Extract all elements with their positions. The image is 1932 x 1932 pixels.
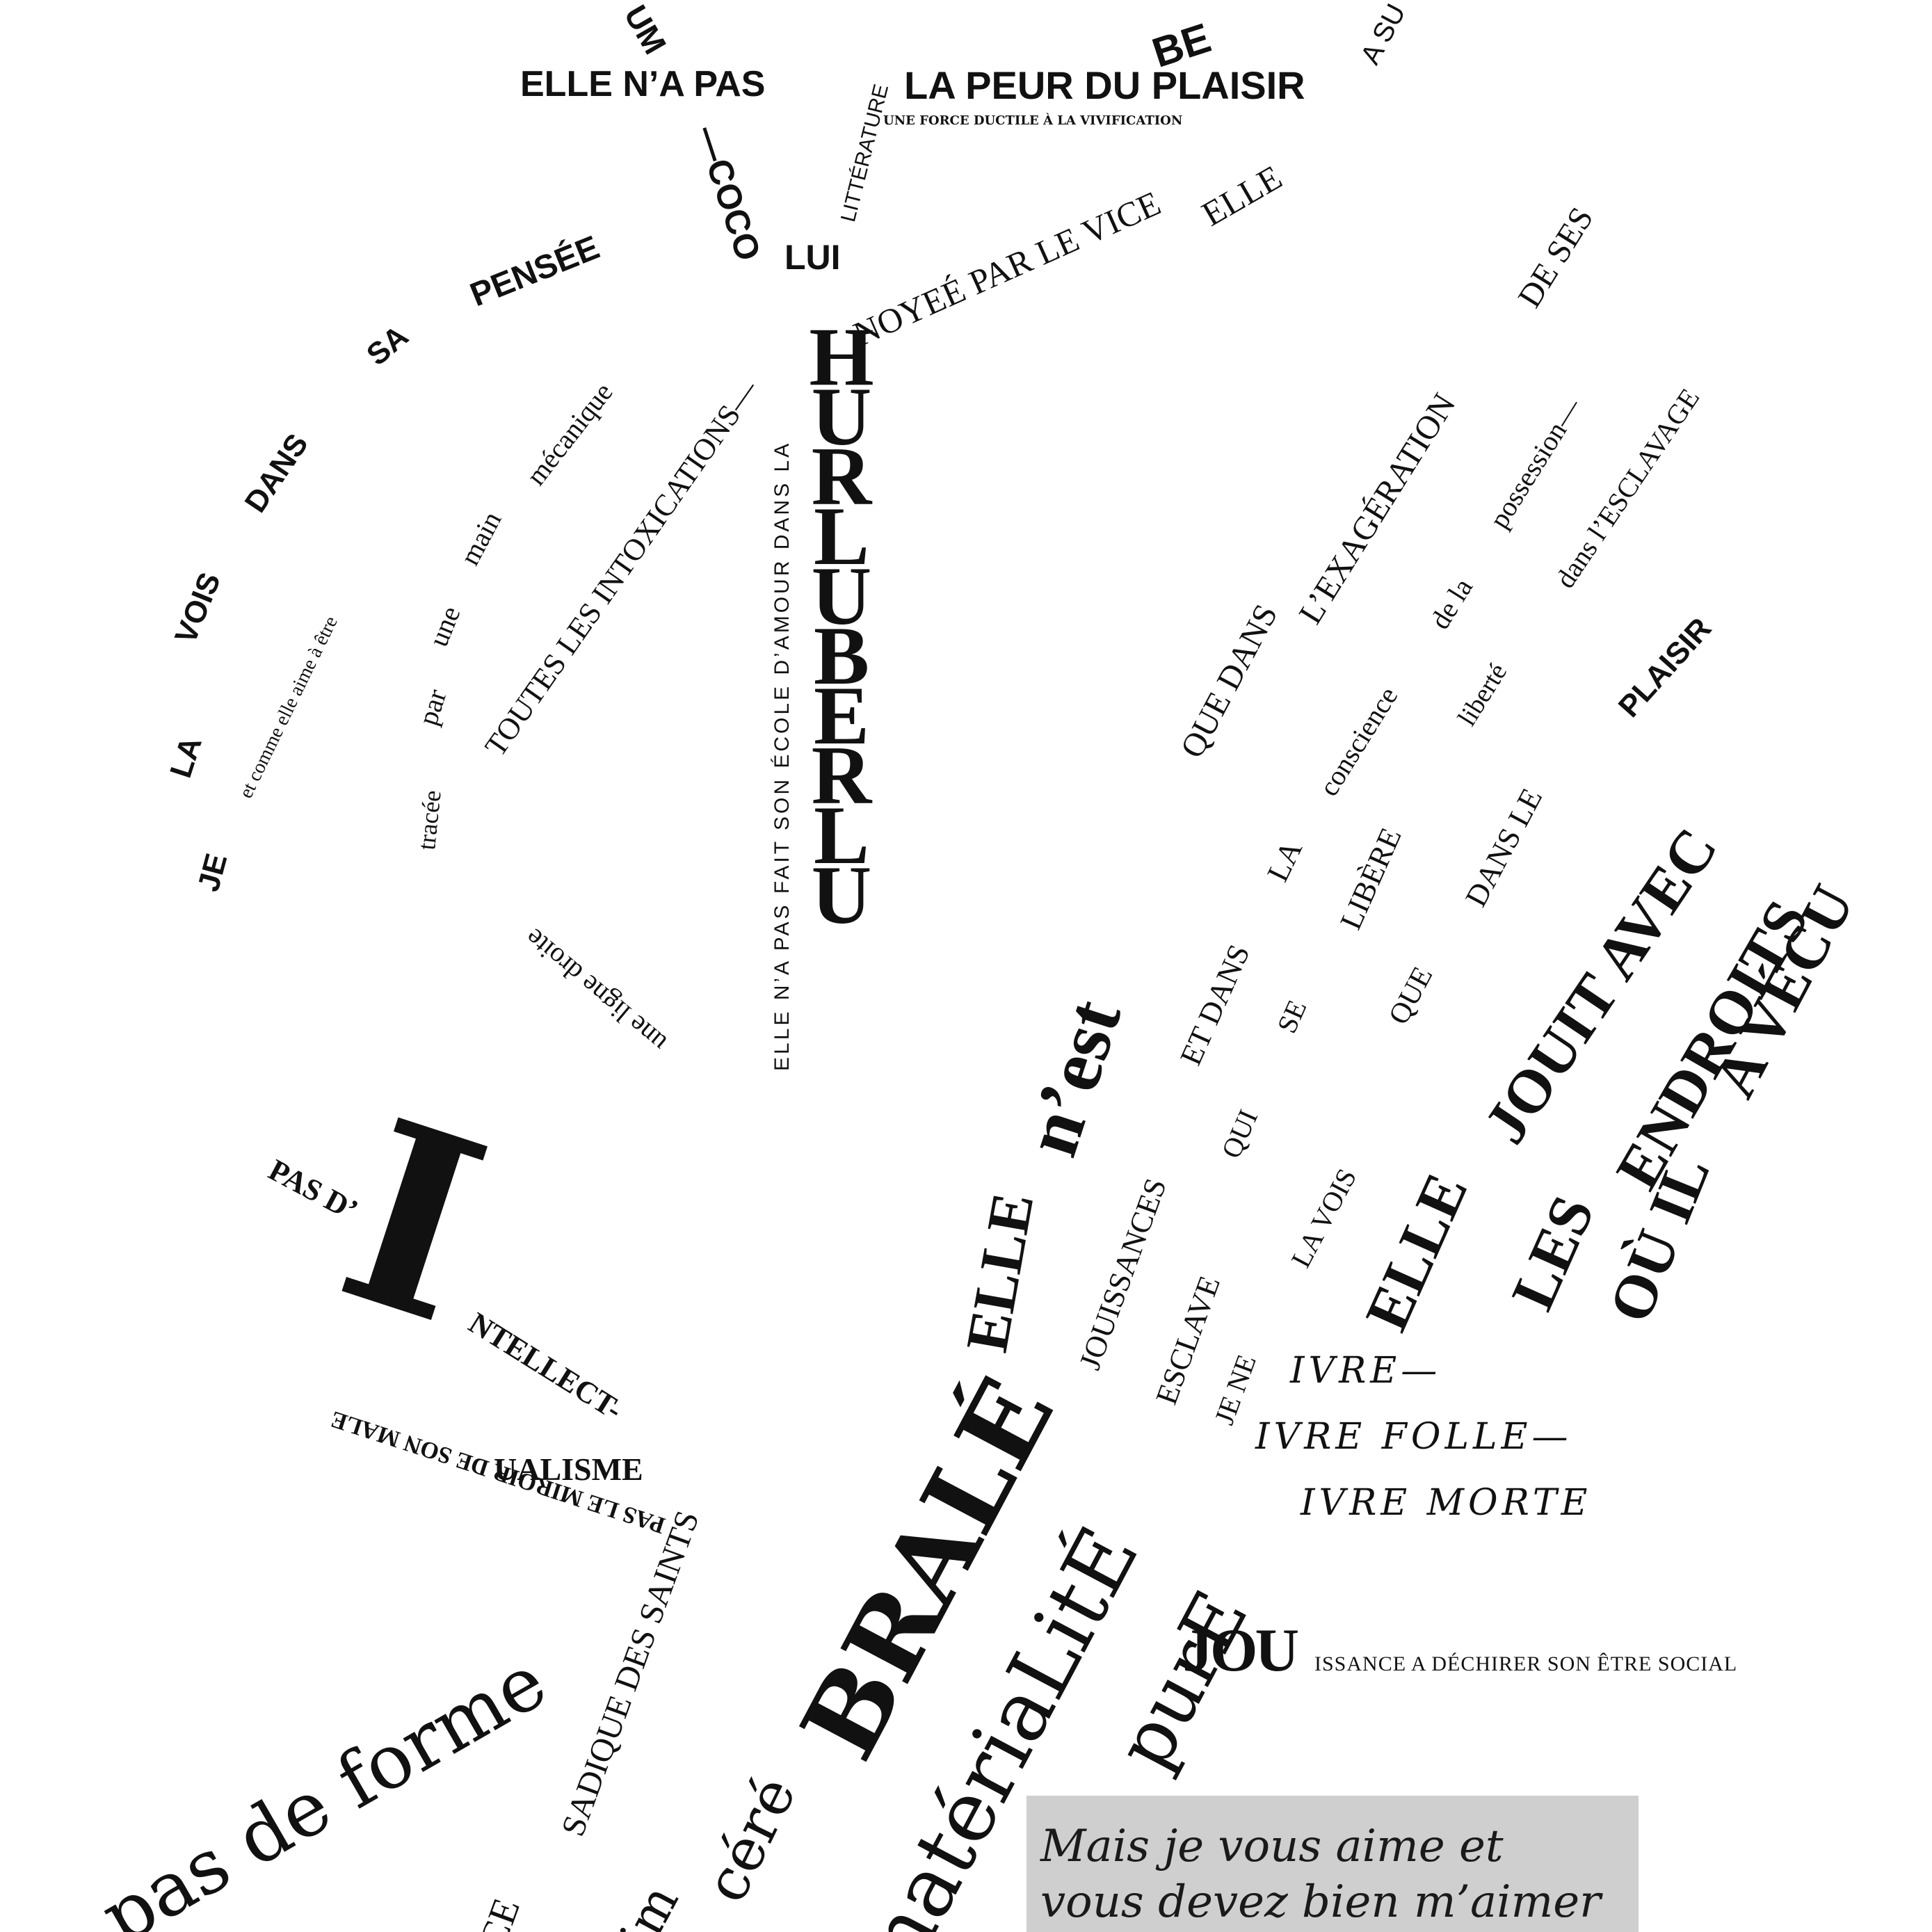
word-elle-top: ELLE [1195, 157, 1289, 234]
intellect: NTELLECT- [462, 1305, 629, 1427]
hurlu-letter: U [811, 549, 872, 642]
lui: LUI [784, 238, 841, 277]
hurluberlu-column: H U R L U B E R L U [800, 310, 883, 941]
word-sa: SA [360, 319, 415, 373]
la-peur-du-plaisir: LA PEUR DU PLAISIR [904, 63, 1305, 107]
une-ligne-droite: une ligne droite [518, 922, 673, 1059]
hurlu-letter: H [809, 310, 874, 403]
fragment-im: im [608, 1875, 690, 1932]
word-se: SE [1271, 995, 1313, 1038]
word-conscience: conscience [1312, 681, 1404, 802]
fragment-ce: CE [471, 1892, 529, 1932]
ivre-3: IVRE MORTE [1301, 1482, 1592, 1524]
noyee-par-le-vice: NOYEÉ PAR LE VICE [847, 183, 1166, 354]
ualisme: UALISME [494, 1451, 643, 1487]
word-la: LA [163, 732, 209, 782]
fragment-a-su: A SU [1355, 0, 1412, 70]
elle-nest-est: n’est [1008, 990, 1138, 1166]
handwriting-line-2: vous devez bien m’aimer [1040, 1876, 1601, 1928]
hurlu-letter: U [811, 370, 872, 462]
cere: céré [691, 1766, 810, 1913]
pas-de-forme: pas de forme [87, 1638, 561, 1932]
word-plaisir: PLAISIR [1611, 611, 1718, 724]
word-je-ne: JE NE [1208, 1350, 1262, 1429]
word-main: main [453, 506, 508, 570]
word-esclave: ESCLAVE [1149, 1271, 1227, 1409]
handwriting-line-1: Mais je vous aime et [1040, 1821, 1504, 1872]
word-vois: VOIS [168, 567, 228, 649]
elle-na-pas: ELLE N’A PAS [520, 64, 766, 104]
word-une: une [422, 602, 467, 651]
hurlu-letter: L [813, 490, 870, 582]
word-la-vois: LA VOIS [1285, 1163, 1363, 1273]
word-par: par [412, 685, 453, 729]
coco: —COCO [688, 121, 768, 266]
hurlu-letter: R [811, 430, 872, 522]
word-dans-le: DANS LE [1458, 782, 1549, 912]
word-liberte: liberté [1452, 658, 1513, 732]
word-possession: possession— [1483, 392, 1588, 534]
elle-nest-elle: ELLE [953, 1188, 1047, 1357]
word-pensee: PENSÉE [465, 229, 605, 314]
issance-a-dechirer: ISSANCE A DÉCHIRER SON ÊTRE SOCIAL [1314, 1652, 1738, 1675]
sadique-des-saints: SADIQUE DES SAINTS [554, 1506, 707, 1842]
hurlu-letter: B [813, 609, 870, 702]
ou-il: OÙ IL [1596, 1147, 1723, 1332]
word-mecanique: mécanique [520, 376, 619, 491]
word-dans: DANS [238, 427, 315, 519]
word-tracee: tracée [412, 789, 446, 851]
word-exageration: L’EXAGÉRATION [1291, 387, 1463, 631]
une-force-ductile: UNE FORCE DUCTILE À LA VIVIFICATION [883, 113, 1183, 128]
hurlu-letter: R [811, 729, 872, 821]
litterature: LITTÉRATURE [837, 81, 894, 225]
hurlu-letter: E [813, 669, 870, 762]
jou: JOU [1182, 1617, 1299, 1684]
handwritten-letter-clipping: Mais je vous aime et vous devez bien m’a… [1027, 1796, 1639, 1932]
word-la-2: LA [1260, 835, 1310, 887]
word-libere: LIBÈRE [1333, 823, 1408, 935]
les-endroits-les: LES [1499, 1186, 1608, 1320]
hurlu-letter: L [813, 789, 870, 881]
toutes-les-intoxications: TOUTES LES INTOXICATIONS— [478, 373, 765, 763]
word-que-dans-1: QUE DANS [1173, 598, 1285, 764]
word-je: JE [191, 850, 234, 895]
pas-d: PAS D’ [263, 1152, 364, 1228]
hurlu-letter: U [811, 848, 872, 941]
elle-jouit-elle: ELLE [1353, 1164, 1481, 1341]
word-jouissances: JOUISSANCES [1072, 1173, 1173, 1374]
word-de-la: de la [1424, 572, 1479, 635]
word-qui: QUI [1215, 1104, 1264, 1164]
fragment-um: UM [617, 0, 674, 61]
word-de-ses: DE SES [1511, 200, 1601, 314]
et-comme-elle-aime: et comme elle aime à être [235, 613, 342, 802]
word-et-dans: ET DANS [1173, 939, 1257, 1070]
word-que-2: QUE [1383, 961, 1440, 1030]
ivre-1: IVRE— [1290, 1350, 1442, 1392]
ecole-damour: ELLE N’A PAS FAIT SON ÉCOLE D’AMOUR DANS… [771, 440, 794, 1071]
ivre-2: IVRE FOLLE— [1255, 1416, 1572, 1458]
